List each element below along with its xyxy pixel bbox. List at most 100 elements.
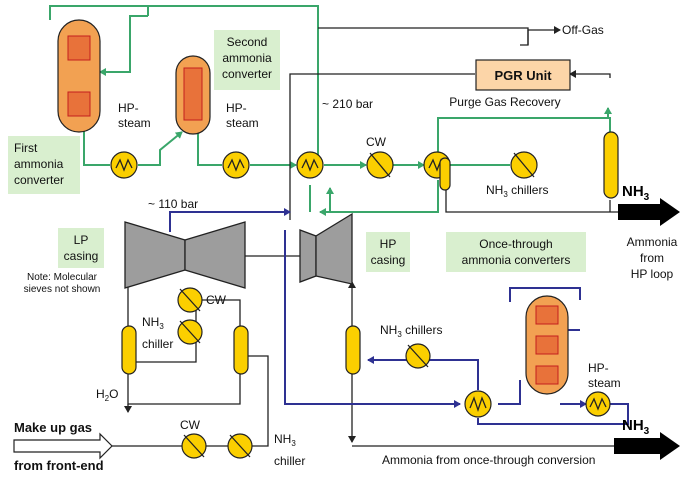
note-line-1: Note: Molecular: [27, 272, 98, 283]
green-line-second-out: [197, 130, 222, 166]
green-line-first-out: [83, 128, 110, 166]
line-sep-bottoms: [127, 372, 241, 405]
second-converter-line-2: ammonia: [222, 51, 272, 65]
once-through-converter: [525, 295, 569, 395]
line-sep2-top: [188, 299, 241, 326]
h2o-label: H2O: [96, 387, 118, 403]
first-converter-line-1: First: [14, 141, 38, 155]
nh3-chillers-2-label: NH3 chillers: [380, 323, 442, 339]
nh3-chiller-makeup-line-1: NH3: [274, 432, 296, 448]
line-offgas: [527, 26, 561, 45]
nh3-out-top-sub: 3: [644, 192, 650, 203]
green-line-return: [319, 180, 439, 216]
hp-steam-2-line-2: steam: [226, 116, 259, 130]
hp-steam-1-line-1: HP-: [118, 101, 139, 115]
once-through-separator: [345, 325, 361, 375]
pgr-unit: [475, 59, 571, 91]
first-converter-label-box: [8, 136, 80, 194]
second-ammonia-converter: [175, 55, 211, 135]
pressure-110-label: ~ 110 bar: [148, 197, 198, 211]
once-through-label-box: [446, 232, 586, 272]
second-converter-label-box: [214, 30, 280, 90]
blue-line-lp-to-hp: [169, 208, 291, 232]
ammonia-hp-loop-line-2: from: [640, 251, 664, 265]
makeup-gas-arrow: [13, 432, 113, 460]
nh3-out-bottom-label: NH3: [622, 417, 650, 437]
hp-casing-line-1: HP: [380, 237, 397, 251]
ammonia-hp-loop-line-3: HP loop: [631, 267, 674, 281]
nh3-chiller-lp-line-2: chiller: [142, 337, 173, 351]
nh3-out-bottom-sub: 3: [644, 426, 650, 437]
hp-steam-2-line-1: HP-: [226, 101, 247, 115]
first-converter-line-2: ammonia: [14, 157, 64, 171]
hp-steam-3-line-2: steam: [588, 376, 621, 390]
gas-gas-exchanger-icon: [296, 151, 324, 179]
cw-label-1: CW: [366, 135, 387, 149]
green-line-top-loop: [49, 5, 319, 160]
line-pgr-in: [569, 70, 611, 78]
nh3-chillers-1-text: chillers: [508, 183, 549, 197]
nh3-chillers-2-sub: 3: [397, 330, 402, 339]
nh3-chillers-2-nh: NH: [380, 323, 397, 337]
ammonia-once-through-label: Ammonia from once-through conversion: [382, 453, 595, 467]
nh3-chillers-2-text: chillers: [402, 323, 443, 337]
hp-steam-exchanger-1-icon: [110, 151, 138, 179]
process-lines: [49, 5, 629, 447]
nh3-out-top-label: NH3: [622, 183, 650, 203]
lp-separator-1: [121, 325, 137, 375]
lp-casing-line-1: LP: [74, 233, 89, 247]
ammonia-hp-loop-line-1: Ammonia: [627, 235, 678, 249]
lp-casing-line-2: casing: [64, 249, 99, 263]
off-gas-label: Off-Gas: [562, 23, 604, 37]
heat-exchangers: [110, 151, 611, 459]
lp-casing-compressor: [124, 221, 246, 289]
hp-steam-1-line-2: steam: [118, 116, 151, 130]
first-converter-line-3: converter: [14, 173, 64, 187]
hp-separator: [603, 131, 619, 199]
line-liquid-out: [445, 180, 618, 213]
lp-separator-2: [233, 325, 249, 375]
hp-steam-3-line-1: HP-: [588, 361, 609, 375]
blue-line-to-sep3: [367, 356, 479, 390]
nh3-chiller-lp-sub: 3: [159, 322, 164, 331]
nh3-chiller-makeup-line-2: chiller: [274, 454, 305, 468]
nh3-chiller-makeup-nh: NH: [274, 432, 291, 446]
second-converter-line-3: converter: [222, 67, 272, 81]
blue-line-hx-to-conv: [498, 380, 521, 405]
second-converter-line-1: Second: [227, 35, 268, 49]
blue-line-to-hx: [284, 230, 461, 408]
hp-steam-exchanger-3-icon: [585, 391, 611, 417]
letdown-vessel: [439, 157, 451, 191]
pressure-210-label: ~ 210 bar: [322, 97, 373, 111]
nh3-chillers-1-label: NH3 chillers: [486, 183, 548, 199]
nh3-out-top-nh: NH: [622, 183, 644, 200]
hp-casing-line-2: casing: [371, 253, 406, 267]
nh3-chillers-1-nh: NH: [486, 183, 503, 197]
line-offgas-feed: [318, 27, 529, 46]
h2o-sub: 2: [105, 394, 110, 403]
once-through-line-1: Once-through: [479, 237, 552, 251]
separators: [121, 131, 619, 375]
purge-gas-recovery-label: Purge Gas Recovery: [449, 95, 560, 109]
cw-label-3: CW: [180, 418, 201, 432]
nh3-chiller-lp-line-1: NH3: [142, 315, 164, 331]
once-through-exchanger-icon: [464, 390, 492, 418]
first-ammonia-converter: [57, 19, 101, 133]
green-line-quench-1: [99, 15, 148, 76]
nh3-chillers-1-sub: 3: [503, 190, 508, 199]
note-line-2: sieves not shown: [24, 284, 101, 295]
nh3-out-top-arrow: [618, 198, 680, 226]
makeup-gas-line-2: from front-end: [14, 458, 104, 473]
hp-casing-label-box: [366, 232, 410, 272]
pgr-unit-label: PGR Unit: [494, 68, 552, 83]
green-line-to-second: [138, 131, 183, 166]
blue-line-conv-top: [509, 287, 581, 302]
h2o-h: H: [96, 387, 105, 401]
hp-casing-compressor: [299, 212, 353, 285]
h2o-o: O: [109, 387, 118, 401]
nh3-out-bottom-arrow: [614, 432, 680, 460]
green-line-recycle-top: [437, 117, 611, 152]
cw-label-2: CW: [206, 293, 227, 307]
nh3-out-bottom-nh: NH: [622, 417, 644, 434]
